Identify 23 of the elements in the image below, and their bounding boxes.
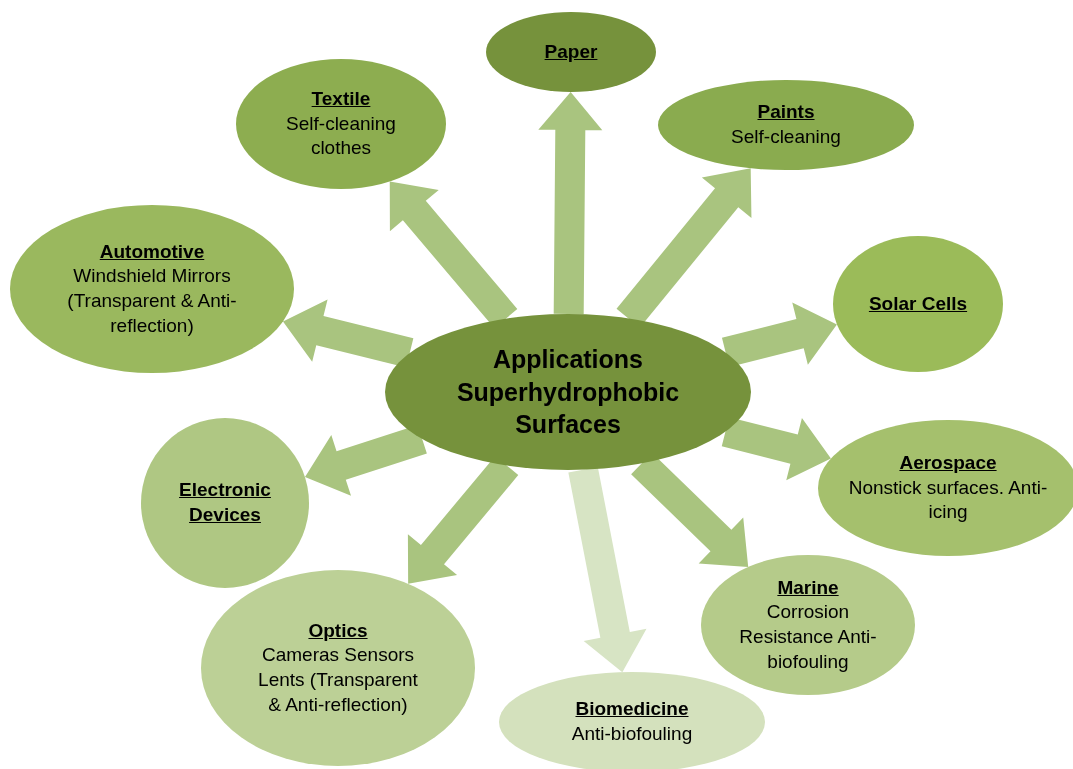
node-text: Windshield Mirrors (Transparent & Anti-reflection) <box>66 264 238 338</box>
node-text: Anti-biofouling <box>571 722 693 746</box>
block-arrow <box>721 417 831 481</box>
node-heading: Optics <box>308 618 368 643</box>
block-arrow <box>538 92 603 315</box>
node-heading: Biomedicine <box>575 697 689 722</box>
node-text: Nonstick surfaces. Anti-icing <box>847 475 1049 525</box>
block-arrow <box>568 466 647 673</box>
node-text: Cameras Sensors Lents (Transparent & Anti-reflection) <box>258 643 418 717</box>
node-heading: Textile <box>311 86 371 111</box>
node-heading: Applications Superhydrophobic Surfaces <box>455 344 681 441</box>
node-heading: Paper <box>544 39 598 64</box>
node-heading: Aerospace <box>899 450 997 475</box>
node-text: Self-cleaning clothes <box>285 111 397 161</box>
node-heading: Paints <box>757 100 815 125</box>
node-heading: Solar Cells <box>868 291 968 316</box>
node-text: Self-cleaning <box>731 125 841 149</box>
node-heading: Automotive <box>99 239 205 264</box>
node-heading: Marine <box>777 575 839 600</box>
node-text: Corrosion Resistance Anti-biofouling <box>738 600 878 674</box>
block-arrow <box>721 302 837 367</box>
block-arrow <box>283 299 414 368</box>
node-heading: Electronic Devices <box>178 478 272 527</box>
